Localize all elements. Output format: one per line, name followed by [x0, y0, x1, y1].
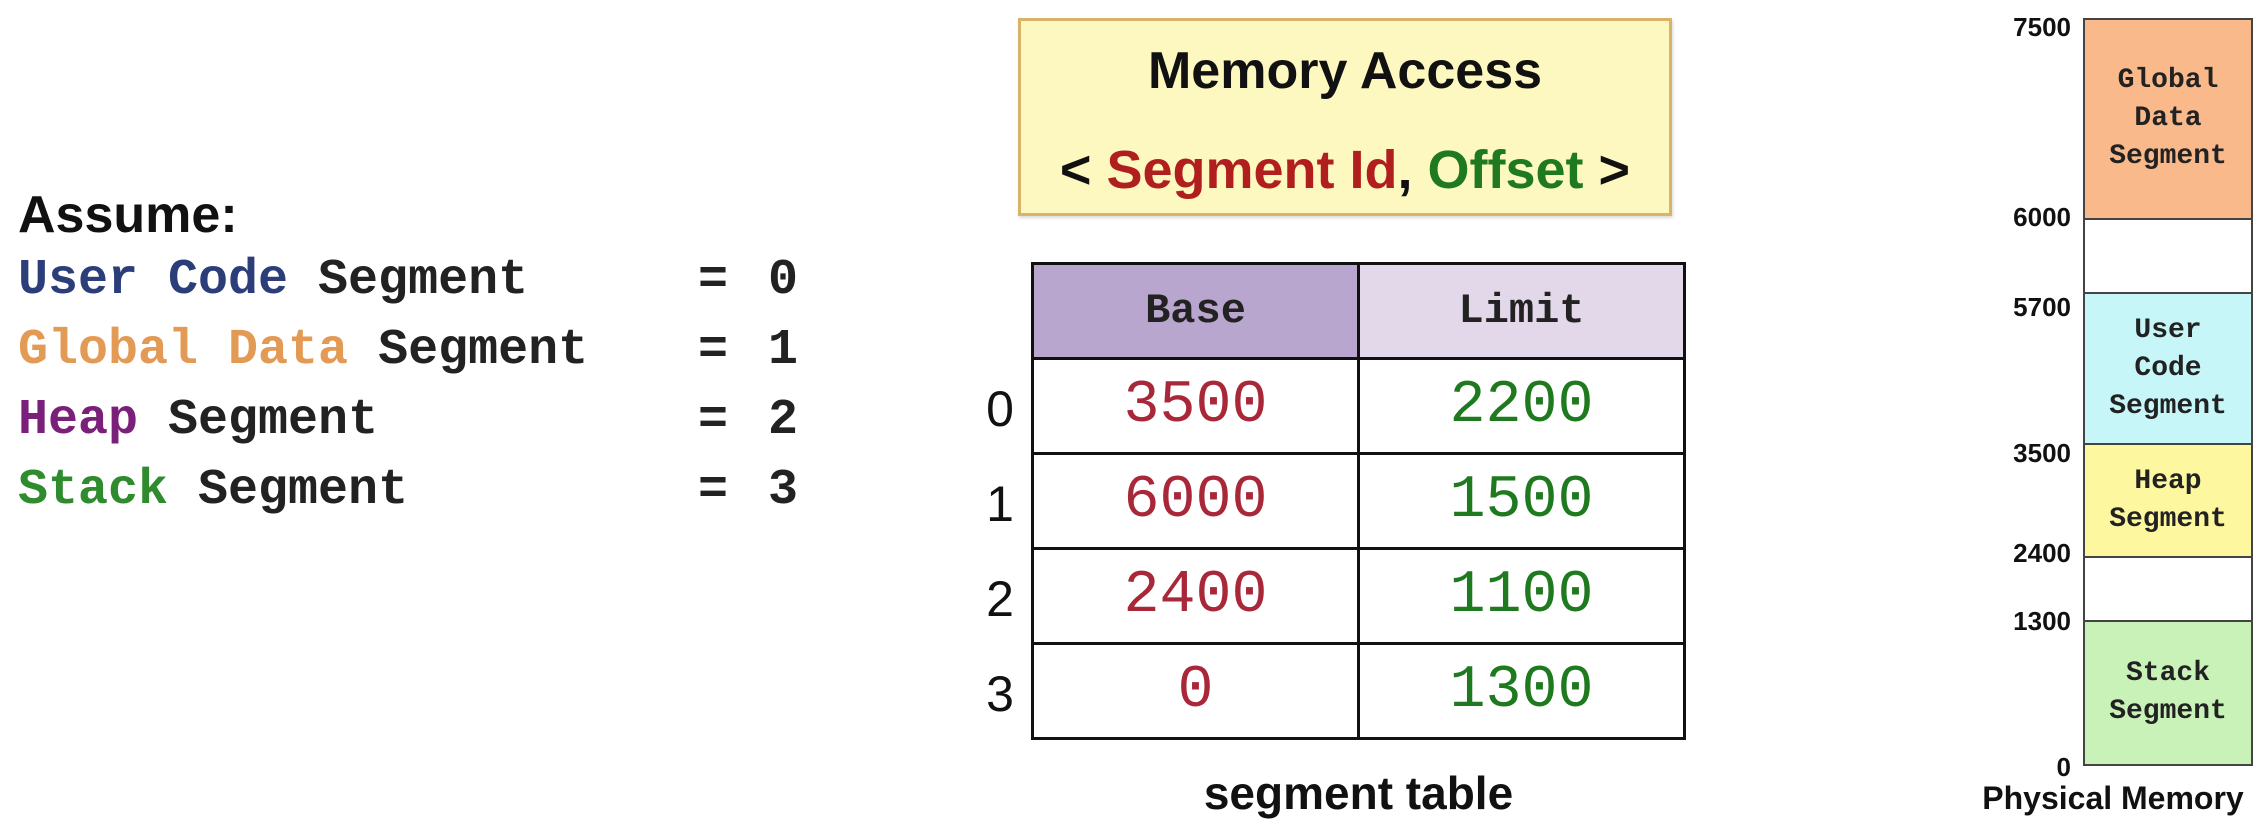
table-row: 0 1300: [1031, 642, 1686, 740]
tuple-segment-id: Segment Id: [1106, 140, 1398, 200]
limit-cell: 2200: [1357, 357, 1686, 455]
table-row: 2400 1100: [1031, 547, 1686, 645]
row-index: 0: [986, 381, 1014, 437]
base-cell: 0: [1031, 642, 1360, 740]
segment-number: 2: [768, 392, 799, 449]
memory-address-tick: 2400: [2013, 538, 2071, 568]
physical-memory-caption: Physical Memory: [1982, 780, 2244, 816]
segment-number: 3: [768, 462, 799, 519]
limit-cell: 1500: [1357, 452, 1686, 550]
segment-suffix: Segment: [348, 322, 589, 379]
assume-block: Assume: User Code Segment = 0 Global Dat…: [18, 186, 818, 526]
header-base: Base: [1031, 262, 1360, 360]
equals-sign: =: [698, 392, 729, 449]
table-row: 3500 2200: [1031, 357, 1686, 455]
base-cell: 3500: [1031, 357, 1360, 455]
tuple-open: <: [1059, 140, 1107, 200]
tuple-close: >: [1583, 140, 1631, 200]
assume-line-stack: Stack Segment = 3: [18, 456, 818, 526]
segment-table: Base Limit 3500 2200 6000 1500 2400 1100…: [1031, 262, 1686, 740]
memory-access-box: Memory Access < Segment Id, Offset >: [1018, 18, 1672, 216]
memory-block-label: User Code Segment: [2109, 314, 2227, 422]
memory-block-stack: Stack Segment: [2083, 620, 2253, 766]
memory-block-label: Heap Segment: [2109, 465, 2227, 535]
equals-sign: =: [698, 252, 729, 309]
segment-number: 0: [768, 252, 799, 309]
memory-address-tick: 0: [2056, 752, 2071, 782]
memory-block-label: Stack Segment: [2109, 658, 2227, 727]
segment-suffix: Segment: [138, 392, 379, 449]
segment-table-header: Base Limit: [1031, 262, 1686, 360]
row-index: 1: [986, 476, 1014, 532]
memory-access-tuple: < Segment Id, Offset >: [1021, 139, 1669, 201]
memory-access-title: Memory Access: [1147, 42, 1543, 100]
equals-sign: =: [698, 462, 729, 519]
segment-name: Heap: [18, 392, 139, 449]
memory-block-free: [2083, 218, 2253, 294]
segment-name: Stack: [18, 462, 169, 519]
memory-block-label: Global Data Segment: [2109, 65, 2227, 172]
segment-name: Global Data: [18, 322, 349, 379]
assume-line-global-data: Global Data Segment = 1: [18, 316, 818, 386]
memory-address-tick: 7500: [2013, 12, 2071, 42]
equals-sign: =: [698, 322, 729, 379]
memory-address-tick: 1300: [2013, 606, 2071, 636]
assume-line-heap: Heap Segment = 2: [18, 386, 818, 456]
physical-memory-column: Global Data Segment User Code Segment He…: [2083, 18, 2253, 766]
table-row: 6000 1500: [1031, 452, 1686, 550]
limit-cell: 1300: [1357, 642, 1686, 740]
segment-table-caption: segment table: [1203, 767, 1514, 819]
limit-cell: 1100: [1357, 547, 1686, 645]
row-index: 3: [986, 666, 1014, 722]
segment-suffix: Segment: [288, 252, 529, 309]
row-index: 2: [986, 571, 1014, 627]
memory-block-heap: Heap Segment: [2083, 443, 2253, 558]
memory-block-user-code: User Code Segment: [2083, 292, 2253, 445]
base-cell: 6000: [1031, 452, 1360, 550]
assume-line-user-code: User Code Segment = 0: [18, 246, 818, 316]
segment-suffix: Segment: [168, 462, 409, 519]
memory-address-tick: 6000: [2013, 202, 2071, 232]
memory-block-free: [2083, 556, 2253, 622]
segment-number: 1: [768, 322, 799, 379]
memory-block-global-data: Global Data Segment: [2083, 18, 2253, 220]
assume-title: Assume:: [18, 186, 238, 244]
tuple-comma: ,: [1397, 140, 1428, 200]
memory-address-tick: 5700: [2013, 292, 2071, 322]
memory-address-tick: 3500: [2013, 438, 2071, 468]
tuple-offset: Offset: [1427, 140, 1584, 200]
segment-name: User Code: [18, 252, 289, 309]
header-limit: Limit: [1357, 262, 1686, 360]
base-cell: 2400: [1031, 547, 1360, 645]
